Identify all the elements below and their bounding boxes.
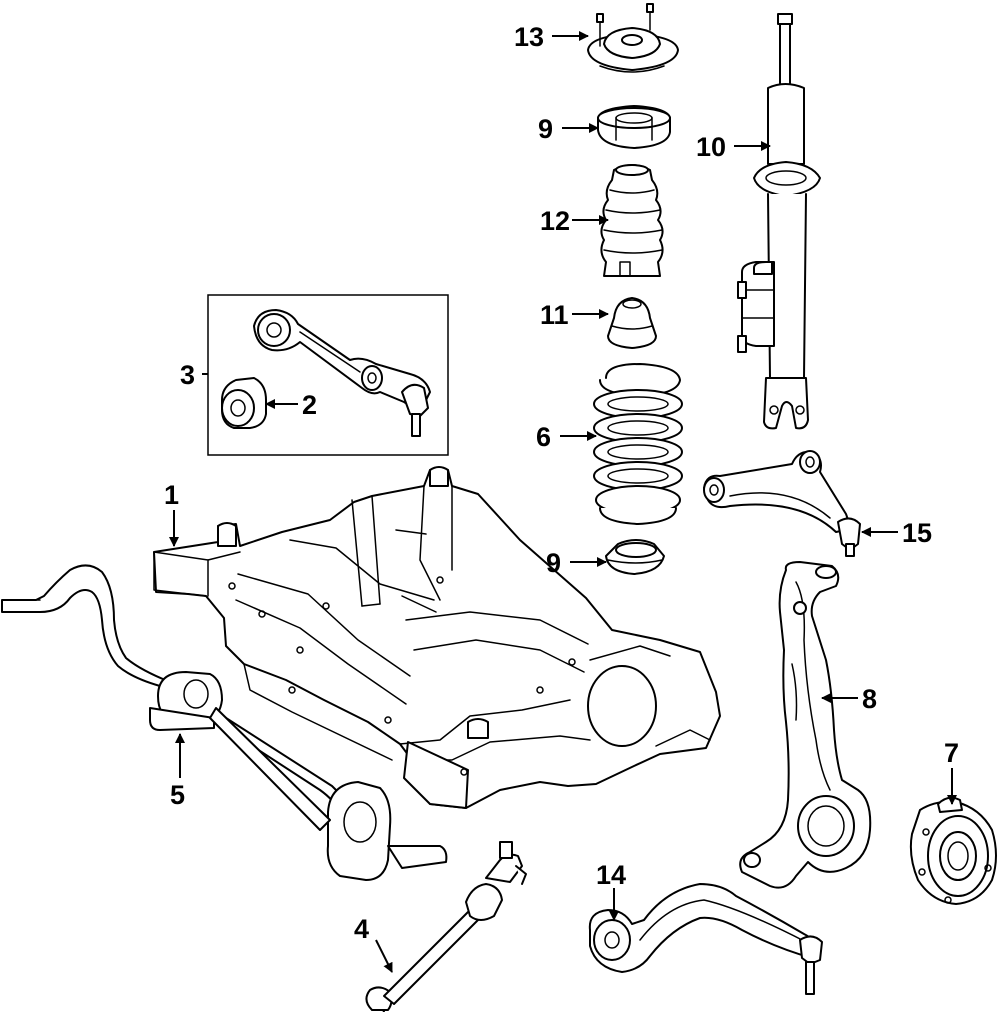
part-4-stabilizer-link[interactable] [365, 841, 527, 1012]
callout-2: 2 [302, 390, 317, 420]
part-5-stabilizer-bar[interactable] [1, 564, 448, 881]
part-14-lower-control-arm[interactable] [588, 883, 823, 995]
callout-15: 15 [902, 518, 932, 548]
callout-11: 11 [540, 300, 569, 330]
callout-7: 7 [944, 738, 959, 768]
callout-6: 6 [536, 422, 551, 452]
callout-12: 12 [540, 206, 570, 236]
callout-14: 14 [596, 860, 626, 890]
part-9-upper-isolator[interactable] [597, 105, 671, 149]
part-2-bushing[interactable] [221, 377, 267, 429]
callout-1: 1 [164, 480, 179, 510]
callout-13: 13 [514, 22, 544, 52]
callout-9-upper: 9 [538, 114, 553, 144]
part-13-strut-mount[interactable] [587, 3, 679, 73]
callout-5: 5 [170, 780, 185, 810]
part-10-strut[interactable] [737, 13, 821, 430]
part-12-dust-boot[interactable] [600, 164, 664, 277]
part-8-steering-knuckle[interactable] [739, 561, 872, 889]
part-15-upper-control-arm[interactable] [703, 450, 861, 557]
part-7-wheel-hub[interactable] [909, 796, 997, 905]
part-11-bump-stop[interactable] [607, 297, 657, 349]
callout-10: 10 [696, 132, 726, 162]
part-1-subframe[interactable] [153, 466, 721, 809]
callout-8: 8 [862, 684, 877, 714]
part-6-coil-spring[interactable] [593, 363, 683, 525]
part-3-control-arm[interactable] [253, 309, 431, 437]
callout-3: 3 [180, 360, 195, 390]
part-9-lower-isolator[interactable] [605, 539, 665, 575]
callout-9-lower: 9 [546, 548, 561, 578]
callout-leaders [169, 31, 957, 973]
callout-4: 4 [354, 914, 369, 944]
